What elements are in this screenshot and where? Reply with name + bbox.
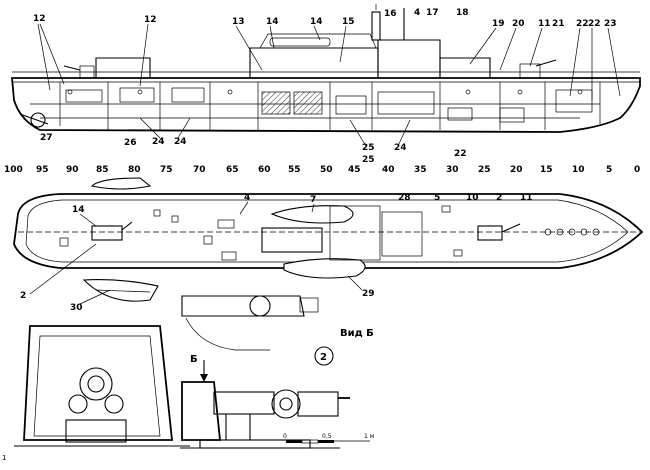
view-label: Вид Б [340, 328, 374, 339]
callout-11: 11 [538, 19, 551, 29]
plan-callout-5: 5 [434, 193, 440, 203]
callout-25a: 25 [362, 143, 375, 153]
frame-50: 50 [320, 165, 333, 175]
frame-85: 85 [96, 165, 109, 175]
gun-shield-front [14, 325, 190, 447]
frame-80: 80 [128, 165, 141, 175]
callout-23: 23 [604, 19, 617, 29]
callout-12b: 12 [144, 15, 157, 25]
frame-10: 10 [572, 165, 585, 175]
callout-16: 16 [384, 9, 397, 19]
callout-22c: 22 [454, 149, 467, 159]
callout-20: 20 [512, 19, 525, 29]
plan-callout-4: 4 [244, 193, 250, 203]
callout-4: 4 [414, 8, 420, 18]
scale-end: 1 м [364, 433, 374, 440]
frame-40: 40 [382, 165, 395, 175]
frame-30: 30 [446, 165, 459, 175]
callout-24b: 24 [174, 137, 187, 147]
scale-mid: 0,5 [322, 433, 332, 440]
frame-45: 45 [348, 165, 361, 175]
callout-14b: 14 [310, 17, 323, 27]
frame-75: 75 [160, 165, 173, 175]
arrow-letter: Б [190, 354, 198, 365]
circle-number-badge: 2 [314, 346, 334, 366]
plan-callout-7: 7 [310, 195, 316, 205]
frame-scale: 100 95 90 85 80 75 70 65 60 55 50 45 40 … [4, 165, 640, 175]
plan-callout-29: 29 [362, 289, 375, 299]
callout-24c: 24 [394, 143, 407, 153]
frame-25: 25 [478, 165, 491, 175]
circle-number: 2 [320, 352, 327, 363]
callout-18: 18 [456, 8, 469, 18]
plan-callout-2a: 2 [496, 193, 502, 203]
callout-12a: 12 [33, 14, 46, 24]
gun-detail-top [181, 295, 319, 351]
side-profile [11, 4, 641, 133]
callout-13: 13 [232, 17, 245, 27]
callout-14a: 14 [266, 17, 279, 27]
plan-callout-14: 14 [72, 205, 85, 215]
callout-26: 26 [124, 138, 137, 148]
view-arrow: Б [190, 354, 208, 382]
callout-17: 17 [426, 8, 439, 18]
plan-callout-11: 11 [520, 193, 533, 203]
plan-callout-28: 28 [398, 193, 411, 203]
callout-27: 27 [40, 133, 53, 143]
frame-55: 55 [288, 165, 301, 175]
frame-100: 100 [4, 165, 23, 175]
scale-zero: 0 [283, 433, 287, 440]
callout-25b: 25 [362, 155, 375, 165]
frame-5: 5 [606, 165, 612, 175]
frame-95: 95 [36, 165, 49, 175]
gun-side-view [180, 381, 350, 449]
callout-22b: 22 [588, 19, 601, 29]
callout-21: 21 [552, 19, 565, 29]
plan-callout-10: 10 [466, 193, 479, 203]
plan-callout-30: 30 [70, 303, 83, 313]
callout-19: 19 [492, 19, 505, 29]
frame-15: 15 [540, 165, 553, 175]
profile-callouts: 12 12 13 14 14 15 16 4 17 18 19 20 11 21… [33, 8, 621, 165]
frame-70: 70 [193, 165, 206, 175]
deck-plan [13, 177, 644, 302]
frame-90: 90 [66, 165, 79, 175]
callout-15: 15 [342, 17, 355, 27]
frame-20: 20 [510, 165, 523, 175]
corner-mark: 1 [2, 454, 6, 462]
frame-60: 60 [258, 165, 271, 175]
frame-35: 35 [414, 165, 427, 175]
callout-24a: 24 [152, 137, 165, 147]
plan-callout-2b: 2 [20, 291, 26, 301]
callout-22a: 22 [576, 19, 589, 29]
frame-65: 65 [226, 165, 239, 175]
frame-0: 0 [634, 165, 640, 175]
scale-bar: 0 0,5 1 м [283, 433, 374, 444]
plan-callouts: 14 4 7 28 5 10 2 11 2 30 29 [20, 193, 533, 313]
